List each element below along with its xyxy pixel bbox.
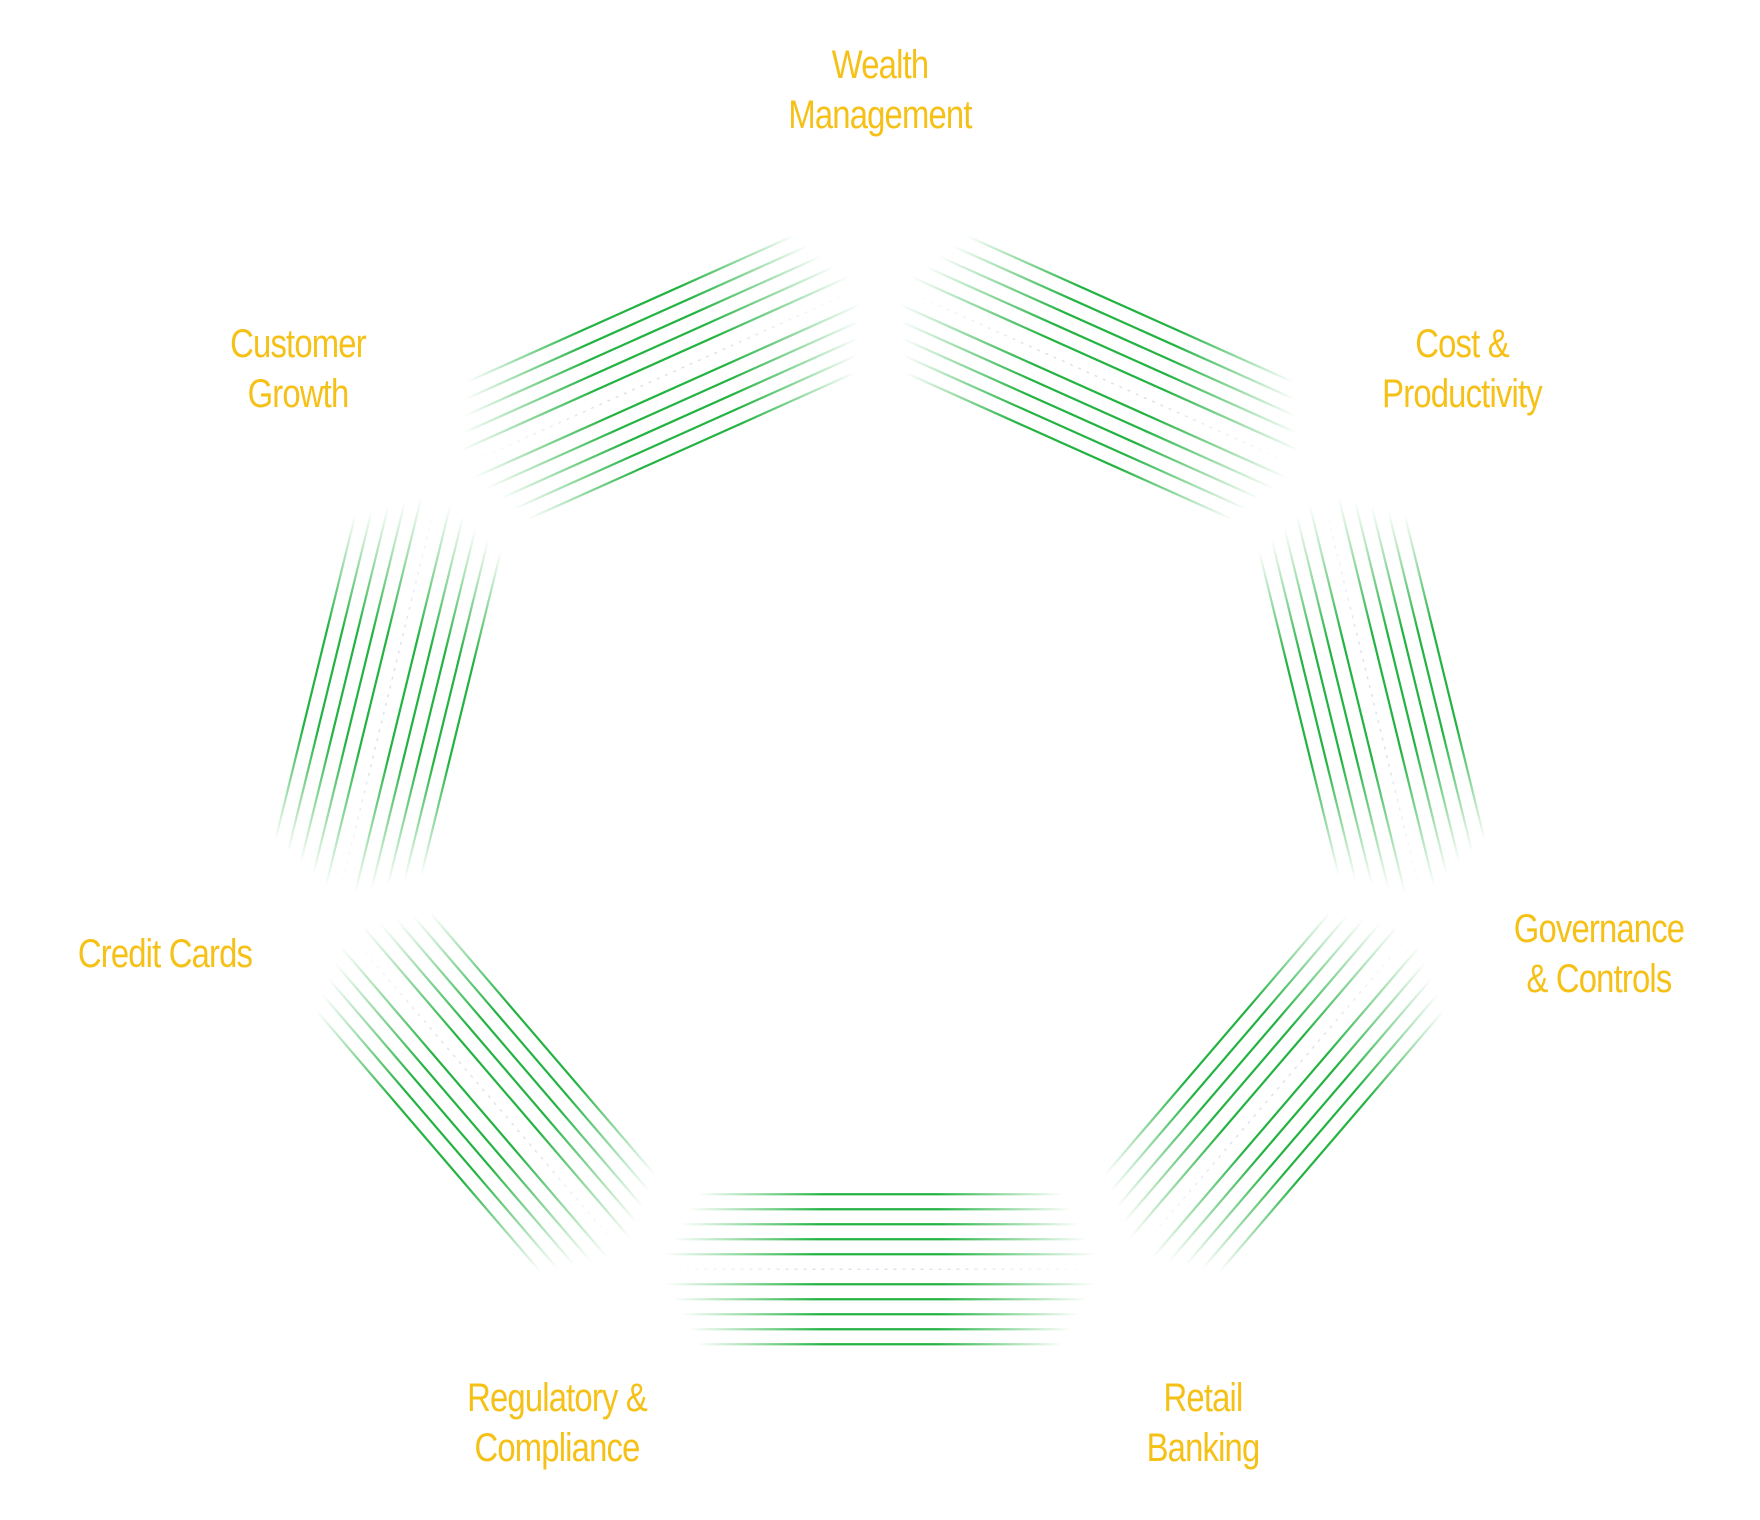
connector-line bbox=[339, 945, 609, 1260]
connector-line bbox=[353, 504, 452, 895]
connector-line bbox=[1283, 527, 1374, 886]
connector-line bbox=[1201, 993, 1439, 1270]
connector-line bbox=[527, 371, 856, 521]
connector-line bbox=[460, 275, 850, 452]
connector-line bbox=[1270, 538, 1357, 881]
connector-line bbox=[1104, 911, 1331, 1176]
node-label-line: Customer bbox=[230, 321, 367, 366]
node-label-line: Governance bbox=[1514, 906, 1685, 951]
connector-line bbox=[901, 337, 1260, 500]
connector-line bbox=[337, 492, 439, 899]
connector-line bbox=[1116, 918, 1365, 1208]
node-label-line: Retail bbox=[1163, 1376, 1243, 1421]
connector-line bbox=[486, 320, 861, 490]
node-label-credit-cards: Credit Cards bbox=[33, 929, 295, 979]
connector-bundle-cost-governance bbox=[1258, 492, 1486, 899]
connector-line bbox=[924, 265, 1298, 435]
connector-line bbox=[412, 915, 650, 1192]
connector-line bbox=[466, 234, 795, 384]
connector-line bbox=[513, 354, 858, 510]
connector-line bbox=[902, 354, 1247, 510]
connector-line bbox=[429, 911, 656, 1176]
connector-line bbox=[472, 303, 862, 479]
node-label-line: Regulatory & bbox=[467, 1376, 648, 1421]
node-label-cost-productivity: Cost & Productivity bbox=[1330, 319, 1592, 419]
connector-line bbox=[1151, 945, 1421, 1260]
connector-bundle-regulatory-credit bbox=[315, 911, 656, 1274]
connector-line bbox=[464, 244, 809, 401]
connector-bundle-credit-customer bbox=[274, 492, 502, 899]
connector-bundle-retail-regulatory bbox=[656, 1193, 1104, 1346]
node-label-line: Credit Cards bbox=[77, 931, 253, 976]
connector-line bbox=[965, 234, 1294, 384]
connector-line bbox=[299, 505, 390, 864]
node-label-line: Compliance bbox=[474, 1426, 641, 1471]
connector-line bbox=[1218, 1009, 1445, 1274]
connector-line bbox=[324, 497, 423, 887]
connector-line bbox=[1167, 961, 1427, 1263]
connector-line bbox=[312, 501, 406, 876]
connector-line bbox=[1308, 504, 1407, 895]
connector-line bbox=[459, 286, 863, 469]
node-label-retail-banking: Retail Banking bbox=[1072, 1373, 1334, 1473]
connector-line bbox=[1184, 977, 1433, 1267]
node-label-line: Management bbox=[788, 93, 972, 138]
connector-line bbox=[315, 1009, 542, 1274]
connector-line bbox=[1110, 915, 1348, 1192]
connector-line bbox=[898, 303, 1288, 479]
connector-line bbox=[1122, 922, 1382, 1224]
node-label-line: Productivity bbox=[1381, 371, 1543, 416]
connector-line bbox=[321, 993, 559, 1270]
connector-line bbox=[1321, 492, 1423, 899]
connector-line bbox=[897, 286, 1301, 469]
connector-bundle-customer-wealth bbox=[459, 234, 863, 521]
node-label-governance-controls: Governance & Controls bbox=[1468, 904, 1730, 1004]
connector-bundle-governance-retail bbox=[1104, 911, 1445, 1274]
node-label-wealth-management: Wealth Management bbox=[749, 40, 1011, 140]
node-label-line: Wealth bbox=[831, 43, 929, 88]
connector-line bbox=[419, 550, 502, 877]
connector-line bbox=[910, 275, 1300, 452]
node-label-customer-growth: Customer Growth bbox=[167, 319, 429, 419]
connector-line bbox=[1354, 501, 1448, 876]
connector-line bbox=[1337, 497, 1436, 887]
connector-line bbox=[386, 527, 477, 886]
connector-line bbox=[378, 922, 638, 1224]
connector-line bbox=[286, 510, 373, 853]
node-label-regulatory-compliance: Regulatory & Compliance bbox=[426, 1373, 688, 1473]
connector-line bbox=[951, 244, 1296, 401]
connector-line bbox=[1370, 505, 1461, 864]
connector-line bbox=[938, 255, 1297, 418]
connector-line bbox=[899, 320, 1274, 490]
connector-line bbox=[395, 918, 644, 1208]
connector-line bbox=[362, 925, 632, 1240]
connector-line bbox=[403, 538, 490, 881]
node-label-line: Banking bbox=[1146, 1426, 1260, 1471]
connector-line bbox=[463, 255, 822, 418]
connector-line bbox=[370, 515, 465, 890]
node-label-line: Growth bbox=[247, 371, 350, 416]
connector-line bbox=[500, 337, 859, 500]
connector-line bbox=[1403, 514, 1486, 841]
connector-line bbox=[1128, 925, 1398, 1240]
node-label-line: & Controls bbox=[1526, 956, 1673, 1001]
connector-line bbox=[327, 977, 576, 1267]
connector-line bbox=[904, 371, 1233, 521]
connector-line bbox=[1295, 515, 1390, 890]
node-label-line: Cost & bbox=[1414, 321, 1509, 366]
connector-line bbox=[462, 265, 836, 435]
connector-line bbox=[333, 961, 593, 1263]
connector-line bbox=[274, 514, 357, 841]
connector-bundle-wealth-cost bbox=[897, 234, 1301, 521]
connector-line bbox=[1258, 550, 1341, 877]
connector-line bbox=[1387, 510, 1474, 853]
